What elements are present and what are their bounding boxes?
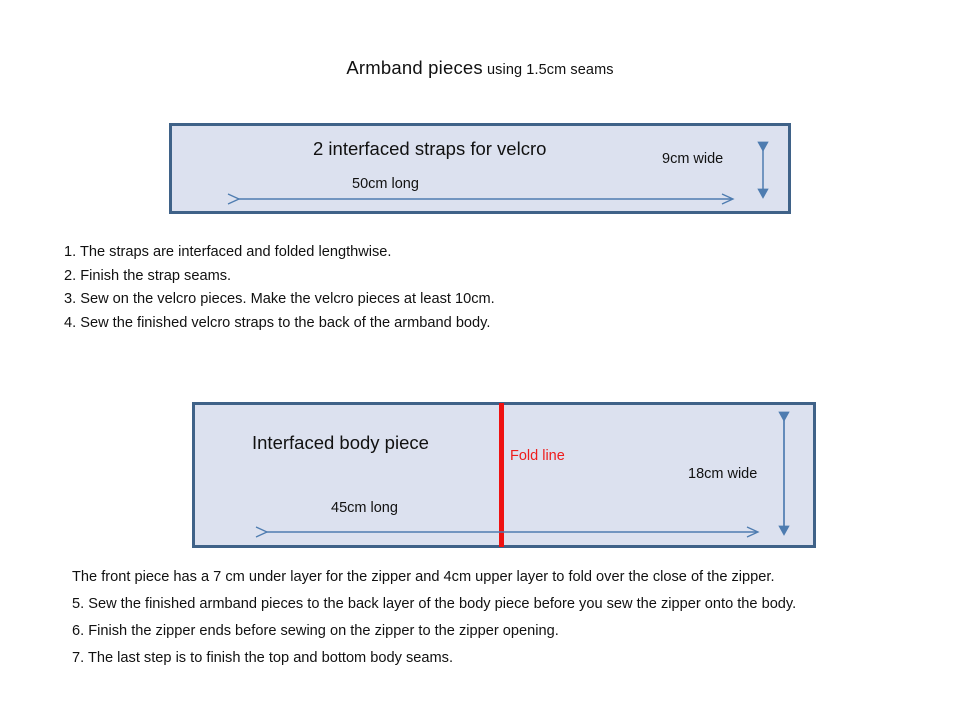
body-instructions-block: The front piece has a 7 cm under layer f… xyxy=(72,564,862,672)
body-piece-rectangle xyxy=(192,402,816,548)
instruction-line: The front piece has a 7 cm under layer f… xyxy=(72,569,775,585)
strap-length-label: 50cm long xyxy=(352,176,419,192)
instruction-line: 1. The straps are interfaced and folded … xyxy=(64,244,392,260)
instruction-line: 4. Sew the finished velcro straps to the… xyxy=(64,314,491,331)
strap-piece-rectangle xyxy=(169,123,791,214)
instruction-line: 2. Finish the strap seams. xyxy=(64,267,232,284)
strap-instructions-block: 1. The straps are interfaced and folded … xyxy=(64,241,684,335)
fold-line-label: Fold line xyxy=(510,448,565,464)
instruction-line: 3. Sew on the velcro pieces. Make the ve… xyxy=(64,291,495,307)
fold-line-marker xyxy=(499,403,504,547)
page-title-sub: using 1.5cm seams xyxy=(482,62,614,78)
body-width-label: 18cm wide xyxy=(688,466,758,482)
instruction-line: 7. The last step is to finish the top an… xyxy=(72,650,454,666)
strap-width-label: 9cm wide xyxy=(662,151,724,167)
body-length-label: 45cm long xyxy=(331,500,398,516)
body-piece-title: Interfaced body piece xyxy=(252,432,429,453)
page-title: Armband pieces using 1.5cm seams xyxy=(0,57,960,79)
page-title-main: Armband pieces xyxy=(346,57,483,78)
strap-piece-title: 2 interfaced straps for velcro xyxy=(313,138,547,159)
instruction-line: 5. Sew the finished armband pieces to th… xyxy=(72,596,797,612)
instruction-line: 6. Finish the zipper ends before sewing … xyxy=(72,623,559,639)
